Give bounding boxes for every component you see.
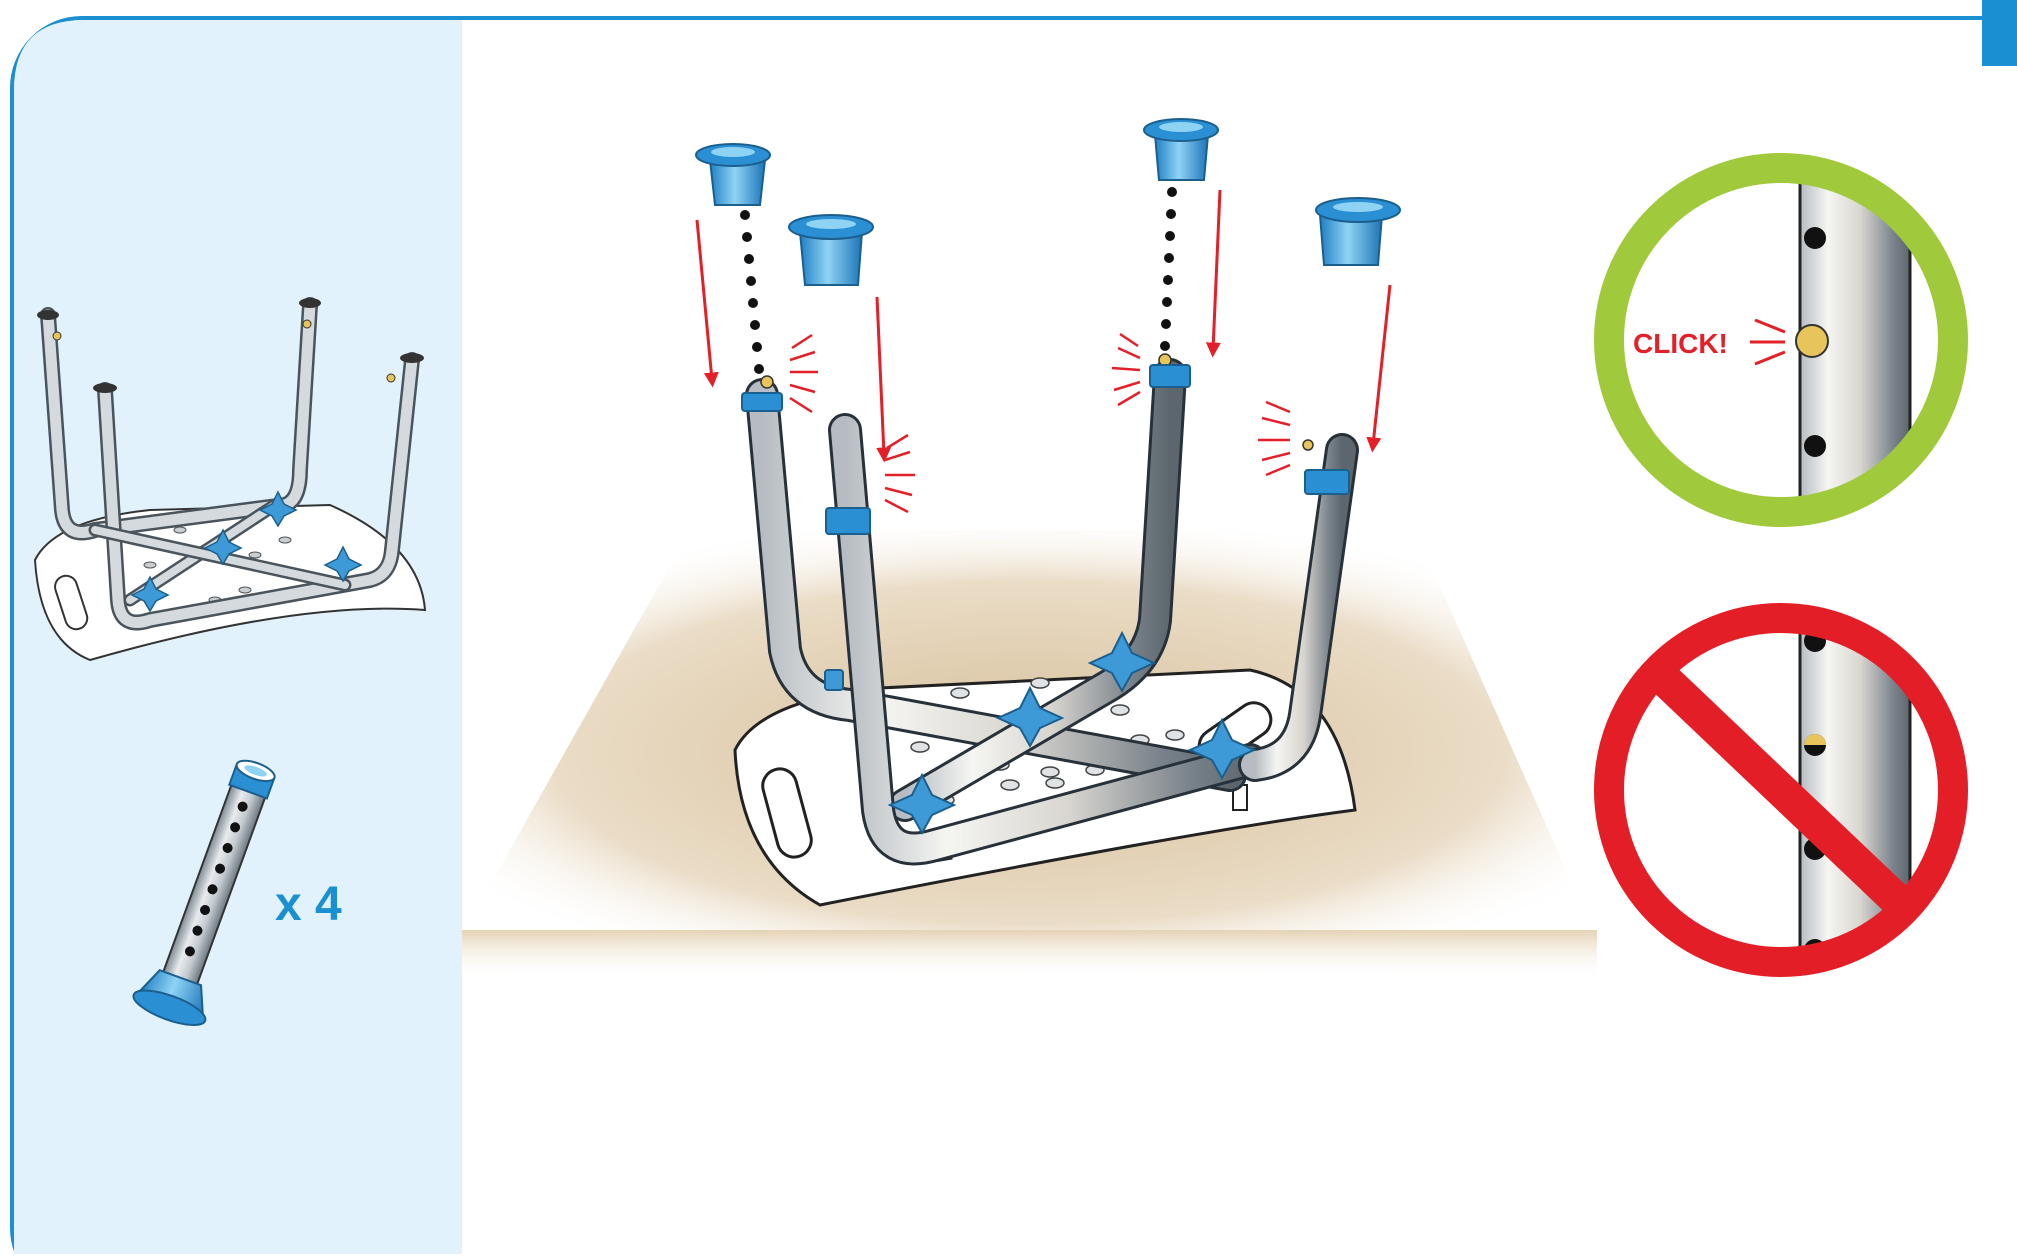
click-label: CLICK! (1633, 328, 1728, 359)
pin-button (1796, 325, 1828, 357)
parts-quantity: x 4 (275, 878, 342, 931)
pin-button (1303, 440, 1313, 450)
pin-button (761, 376, 773, 388)
correct-pin-callout: CLICK! (1609, 160, 1953, 520)
page-tab-marker (1982, 0, 2017, 66)
incorrect-pin-callout (1609, 610, 1953, 970)
floor-edge (462, 930, 1597, 980)
